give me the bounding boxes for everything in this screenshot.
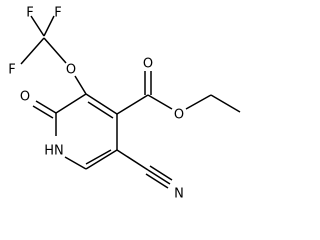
- bond-c6-n1: [64, 156, 87, 170]
- atom-label-n-nitrile: N: [174, 187, 184, 202]
- bond-f3-c: [20, 37, 45, 65]
- bond-c5-cnitrile: [116, 149, 149, 171]
- bond-c5-c6: [85, 149, 118, 170]
- bond-c3-c2: [55, 93, 87, 114]
- atom-label-nh: HN: [44, 144, 64, 159]
- atom-label-o-ester: O: [174, 108, 184, 123]
- bond-nitrile-triple-3: [145, 173, 169, 189]
- bond-cf3-o: [43, 37, 67, 64]
- bond-cester-oester: [147, 94, 173, 110]
- chemical-structure: F F F O O O O HN N: [8, 6, 241, 202]
- bond-c2-o-b: [32, 105, 54, 119]
- bond-ch2-ch3: [210, 94, 241, 113]
- atom-label-f2: F: [54, 6, 61, 21]
- bond-c3-c4-inner: [87, 101, 114, 119]
- atom-label-o-carbonyl-left: O: [20, 90, 30, 105]
- atom-labels: F F F O O O O HN N: [8, 6, 184, 202]
- bond-c4-cester: [116, 94, 149, 115]
- atom-label-o-carbonyl-ester: O: [143, 57, 153, 72]
- bond-c5-c6-inner: [85, 149, 112, 165]
- bond-c3-c4: [85, 93, 118, 115]
- bond-nitrile-triple-2: [149, 165, 173, 181]
- atom-label-o-ether: O: [66, 63, 76, 78]
- bond-nitrile-triple-1: [147, 169, 171, 185]
- bond-o-c3: [74, 75, 87, 95]
- atom-label-f1: F: [26, 6, 33, 21]
- bond-c2-o-a: [35, 100, 57, 114]
- atom-label-f3: F: [8, 63, 15, 78]
- bond-oester-ch2: [185, 94, 212, 110]
- bond-f1-c: [30, 15, 45, 37]
- bonds: [20, 15, 241, 189]
- bond-f2-c: [43, 15, 55, 37]
